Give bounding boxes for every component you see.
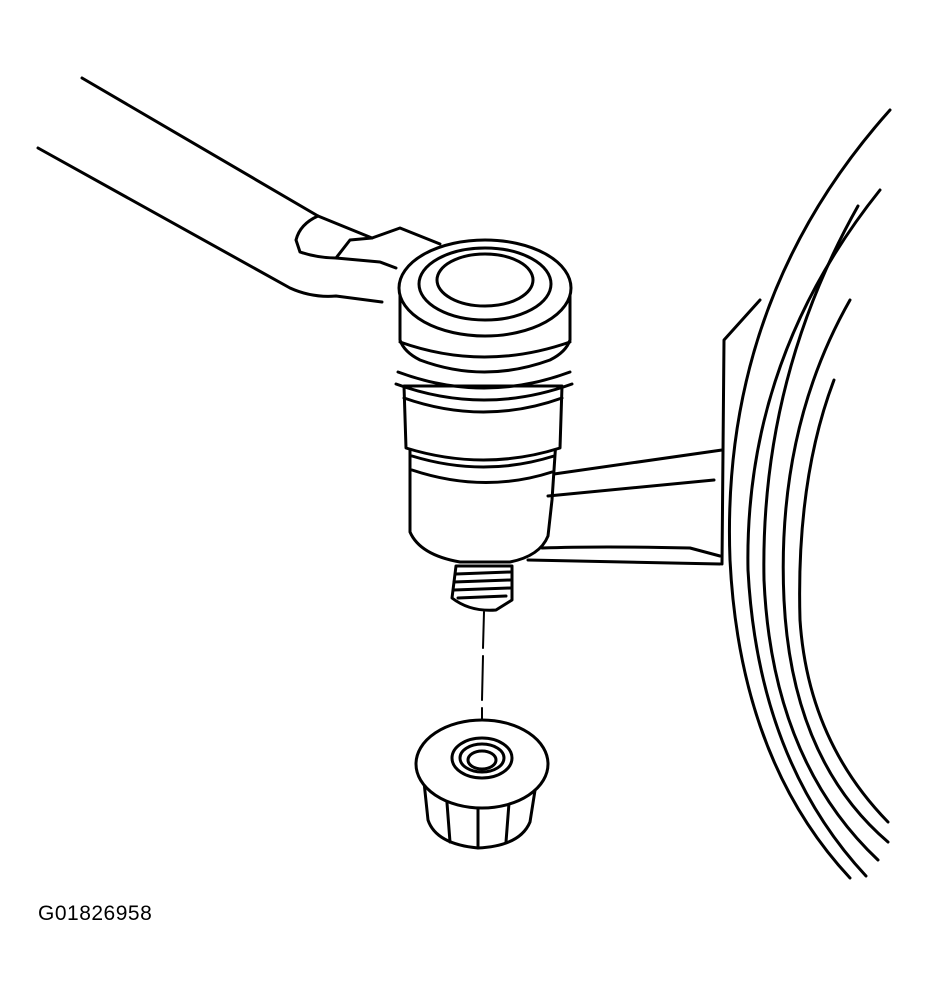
rim-flange [720,298,762,566]
nut-bore-thread-2 [466,749,498,771]
housing-upper-band [398,340,572,359]
threaded-stud [450,564,514,612]
housing-lower-band-top [410,454,556,469]
stud-thread-2 [452,578,512,584]
rim-line-4 [781,298,890,844]
prevailing-torque-nut [414,718,550,850]
rim-line-2 [746,188,882,878]
knuckle-arm-bottom [540,545,722,558]
stud-thread-3 [452,586,512,592]
housing-mid-body [402,384,564,462]
tie-rod-flat-inner [334,236,374,260]
tie-rod-top-edge [80,76,320,218]
housing-lower-band-bottom [410,468,554,485]
centerline-mid [481,655,484,701]
nut-flange [414,718,550,810]
ball-joint-housing [394,238,574,564]
knuckle-arm-top [552,448,724,476]
housing-mid-band-3 [402,396,564,414]
housing-lower-body [408,438,558,564]
tie-rod-flat-step [316,214,442,246]
nut-bore-outer [450,736,514,780]
tie-rod-bottom-edge [36,146,384,304]
housing-cap-center [435,252,535,308]
steering-knuckle-arm [526,448,724,566]
housing-cap-ring [417,246,553,322]
housing-mid-band-2 [394,382,574,402]
figure-id-label: G01826958 [38,902,153,925]
knuckle-arm-mid [546,478,716,498]
wheel-rim [720,108,892,880]
knuckle-arm-lower [526,558,722,566]
stud-thread-4 [456,594,508,600]
rim-outer [727,108,892,880]
rim-line-3 [762,204,880,862]
nut-bore-thread-1 [458,742,506,774]
centerline-upper [482,611,485,649]
tie-rod-arm [36,76,442,304]
tie-rod-flat-section [294,214,398,270]
rim-line-5 [798,378,890,824]
stud-thread-1 [454,570,512,576]
housing-mid-band-1 [396,370,572,390]
